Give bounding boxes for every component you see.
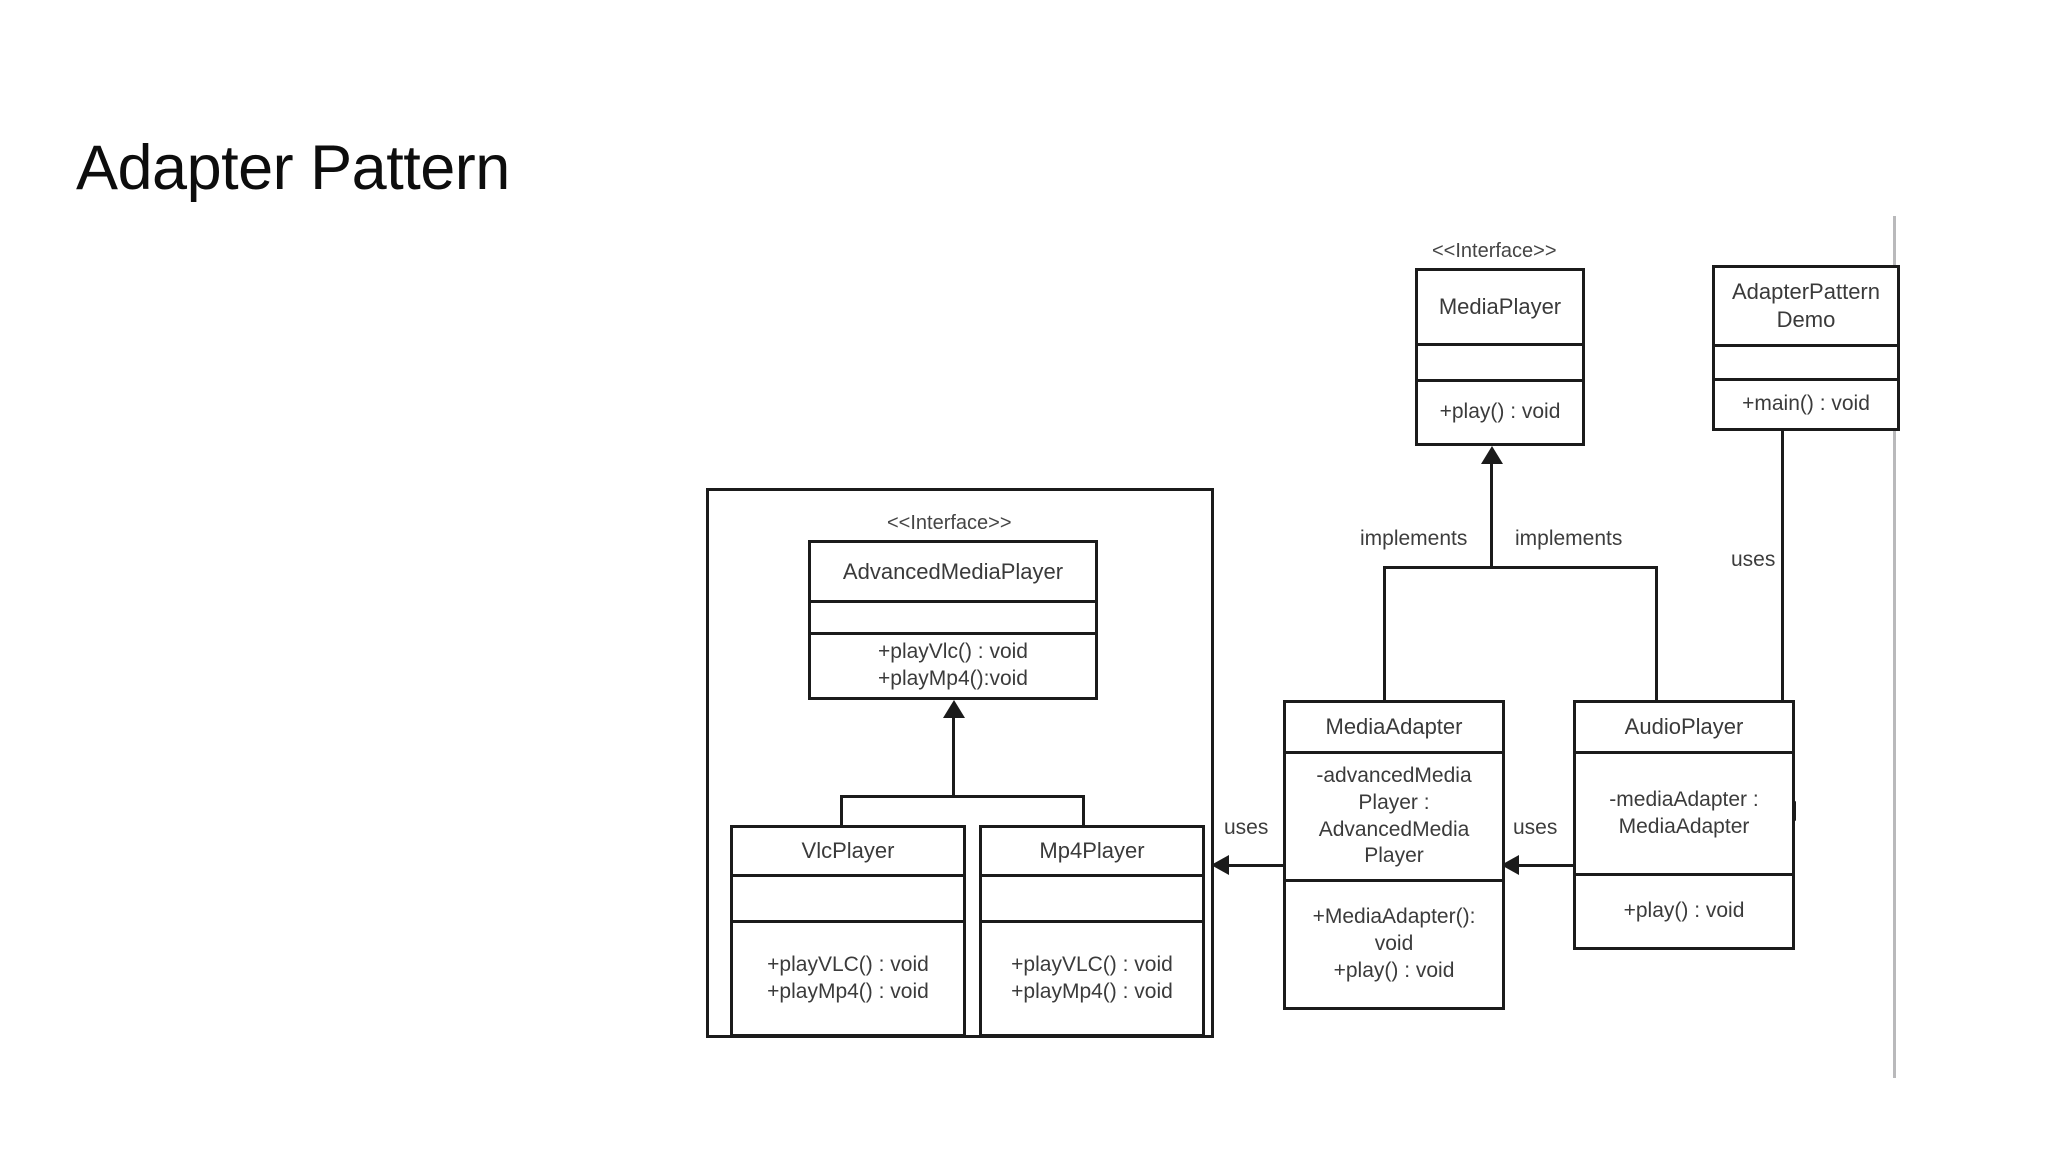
arrowhead-to-advanced-media-player [943, 700, 965, 718]
operation-item: +play() : void [1333, 958, 1455, 982]
class-operations-adapter-pattern-demo: +main() : void [1715, 378, 1897, 428]
class-box-vlc-player[interactable]: VlcPlayer +playVLC() : void +playMp4() :… [730, 825, 966, 1037]
operation-item: +playMp4() : void [1011, 979, 1173, 1003]
attribute-item: -advancedMedia [1316, 763, 1472, 787]
image-crop-edge-line [1893, 216, 1896, 1078]
class-name-line: Demo [1776, 307, 1836, 332]
class-operations-audio-player: +play() : void [1576, 873, 1792, 947]
class-box-adapter-pattern-demo[interactable]: AdapterPattern Demo +main() : void [1712, 265, 1900, 431]
class-attributes-vlc-player [733, 874, 963, 920]
connector-mp4player-riser [1082, 795, 1085, 827]
class-name-media-adapter: MediaAdapter [1325, 713, 1463, 739]
class-attributes-media-adapter: -advancedMedia Player : AdvancedMedia Pl… [1286, 751, 1502, 879]
connector-inheritance-stem [952, 716, 955, 798]
operation-item: +play() : void [1623, 899, 1745, 923]
operation-item: +playVLC() : void [767, 952, 929, 976]
attribute-item: -mediaAdapter : [1609, 787, 1759, 811]
edge-label-uses-demo: uses [1731, 548, 1776, 571]
connector-inheritance-bar [840, 795, 1085, 798]
class-operations-advanced-media-player: +playVlc() : void +playMp4():void [811, 632, 1095, 697]
attribute-item: Player : [1358, 790, 1430, 814]
connector-implements-stem [1490, 463, 1493, 569]
class-name-mp4-player: Mp4Player [1039, 837, 1145, 863]
connector-audioplayer-implements-riser [1655, 566, 1658, 702]
arrowhead-adapter-to-players [1211, 855, 1229, 875]
class-name-line: AdapterPattern [1732, 278, 1880, 304]
operation-item: void [1374, 932, 1414, 956]
class-attributes-advanced-media-player [811, 600, 1095, 632]
class-attributes-mp4-player [982, 874, 1202, 920]
operation-item: +play() : void [1439, 400, 1561, 424]
class-name-media-player: MediaPlayer [1438, 293, 1562, 319]
operation-item: +main() : void [1742, 392, 1870, 416]
operation-item: +MediaAdapter(): [1312, 905, 1476, 929]
class-operations-mp4-player: +playVLC() : void +playMp4() : void [982, 920, 1202, 1034]
class-attributes-media-player [1418, 343, 1582, 379]
edge-label-implements-right: implements [1515, 527, 1623, 550]
operation-item: +playMp4() : void [767, 979, 929, 1003]
class-name-advanced-media-player: AdvancedMediaPlayer [842, 558, 1064, 584]
class-operations-media-player: +play() : void [1418, 379, 1582, 443]
class-name-vlc-player: VlcPlayer [801, 837, 895, 863]
operation-item: +playVlc() : void [878, 640, 1028, 664]
operation-item: +playMp4():void [878, 667, 1028, 691]
class-name-audio-player: AudioPlayer [1624, 713, 1744, 739]
edge-label-uses-adapter-to-players: uses [1224, 816, 1269, 839]
class-box-audio-player[interactable]: AudioPlayer -mediaAdapter : MediaAdapter… [1573, 700, 1795, 950]
edge-label-uses-audio-to-adapter: uses [1513, 816, 1558, 839]
class-box-media-adapter[interactable]: MediaAdapter -advancedMedia Player : Adv… [1283, 700, 1505, 1010]
class-operations-media-adapter: +MediaAdapter(): void +play() : void [1286, 879, 1502, 1007]
connector-mediaadapter-implements-riser [1383, 566, 1386, 702]
arrowhead-audio-to-media-adapter [1501, 855, 1519, 875]
page-title: Adapter Pattern [76, 133, 510, 204]
class-attributes-audio-player: -mediaAdapter : MediaAdapter [1576, 751, 1792, 873]
connector-implements-bar [1383, 566, 1658, 569]
class-attributes-adapter-pattern-demo [1715, 344, 1897, 378]
connector-demo-uses-riser [1781, 431, 1784, 811]
connector-adapter-uses-players [1222, 864, 1288, 867]
class-box-advanced-media-player[interactable]: AdvancedMediaPlayer +playVlc() : void +p… [808, 540, 1098, 700]
class-box-media-player[interactable]: MediaPlayer +play() : void [1415, 268, 1585, 446]
arrowhead-to-media-player [1481, 446, 1503, 464]
attribute-item: MediaAdapter [1618, 814, 1750, 838]
connector-vlcplayer-riser [840, 795, 843, 827]
class-operations-vlc-player: +playVLC() : void +playMp4() : void [733, 920, 963, 1034]
class-box-mp4-player[interactable]: Mp4Player +playVLC() : void +playMp4() :… [979, 825, 1205, 1037]
edge-label-implements-left: implements [1360, 527, 1468, 550]
advanced-media-player-stereotype-label: <<Interface>> [887, 512, 1012, 534]
operation-item: +playVLC() : void [1011, 952, 1173, 976]
attribute-item: Player [1364, 844, 1424, 868]
attribute-item: AdvancedMedia [1318, 817, 1470, 841]
class-name-adapter-pattern-demo: AdapterPattern Demo [1715, 268, 1897, 344]
connector-audio-uses-adapter [1512, 864, 1576, 867]
media-player-stereotype-label: <<Interface>> [1432, 240, 1557, 262]
